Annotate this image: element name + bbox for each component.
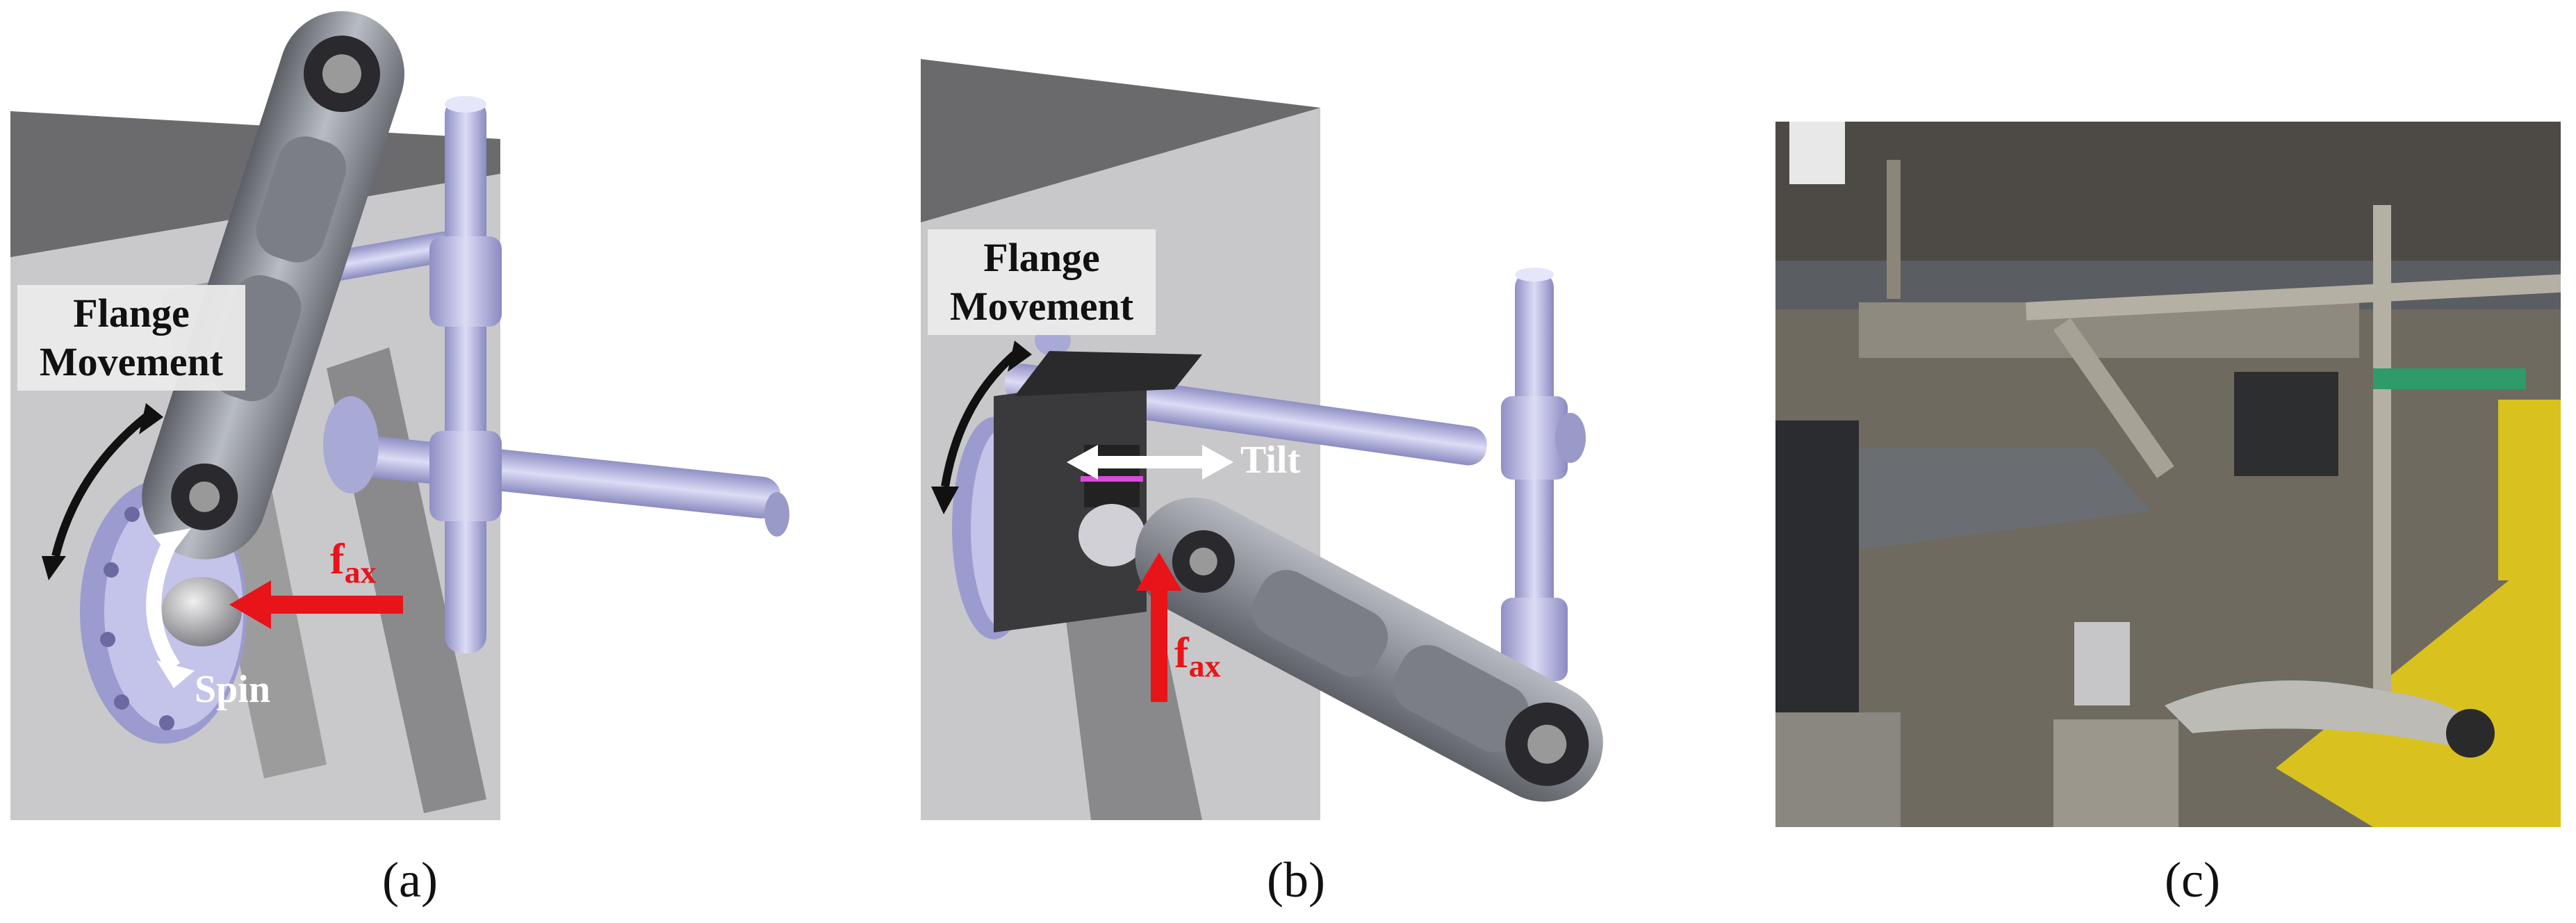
flange-arrow-head-bottom (42, 556, 66, 580)
clamp-lower (429, 431, 502, 521)
bracket-top (1015, 351, 1202, 396)
panel-b-render (921, 59, 1603, 820)
photo-horizontal-rod (2026, 274, 2561, 320)
clamp-upper (429, 236, 502, 327)
photo-bar-1 (1887, 160, 1901, 299)
vertical-rod-b-top (1515, 268, 1554, 281)
panel-c (1775, 122, 2561, 827)
photo-bracket (1838, 448, 2151, 553)
photo-cylinder (1775, 712, 1901, 827)
photo-bushing (2446, 709, 2495, 758)
ring-2 (1081, 476, 1143, 482)
tilt-arrow-head-left (1067, 445, 1098, 480)
clamp-b-nut (1555, 413, 1586, 463)
rod-end (764, 492, 789, 537)
flange-movement-label-a: Flange Movement (17, 285, 245, 391)
flange-arrow-head-top (139, 403, 163, 434)
spin-arrow-head-top (153, 528, 191, 556)
photo-control-arm (2165, 680, 2470, 747)
ball-b (1078, 504, 1145, 566)
photo-green-part (2373, 368, 2526, 389)
tilt-arrow-head-right (1202, 445, 1233, 480)
caption-c: (c) (2165, 852, 2220, 908)
spin-label: Spin (195, 668, 270, 711)
photo-table (2053, 719, 2179, 827)
flange-b-arrow-head-bottom (931, 487, 959, 514)
panel-a-render (10, 11, 789, 820)
ball-joint (161, 577, 242, 646)
spin-arrow (146, 539, 181, 672)
panel-a: Flange Movement fax Spin (0, 0, 820, 834)
spin-arrow-head-bottom (156, 660, 195, 688)
panel-c-photo (1775, 122, 2561, 827)
bracket (994, 375, 1147, 632)
photo-vertical-rod (2373, 205, 2391, 692)
vertical-rod (445, 97, 486, 653)
control-arm-b (1135, 497, 1603, 802)
wall-b-shadow-top (921, 59, 1320, 222)
rear-flange (323, 396, 379, 493)
photo-yellow-post (2498, 400, 2561, 580)
flange-movement-arrow-b (941, 351, 1017, 487)
vertical-rod-top (445, 96, 486, 113)
caption-a: (a) (382, 852, 438, 908)
force-arrow-head (229, 580, 271, 629)
force-label-a: fax (330, 536, 377, 590)
clamp-b-lower (1501, 598, 1568, 681)
photo-yellow-frame (2276, 539, 2561, 827)
flange-movement-label-b: Flange Movement (928, 229, 1156, 335)
photo-motor (2234, 372, 2338, 476)
photo-bottle (1789, 122, 1845, 184)
photo-joint (2074, 622, 2130, 705)
caption-b: (b) (1267, 852, 1325, 908)
flange-b-arrow-head-top (1008, 341, 1032, 372)
force-arrow-b-head (1136, 553, 1182, 591)
flange-movement-arrow (51, 414, 149, 557)
control-arm (142, 11, 404, 559)
force-label-b: fax (1174, 630, 1221, 684)
clamp-b-upper (1501, 396, 1568, 480)
photo-diagonal-rod (2053, 318, 2174, 478)
tilt-label: Tilt (1240, 439, 1301, 482)
panel-b: Flange Movement Tilt fax (910, 0, 1689, 834)
